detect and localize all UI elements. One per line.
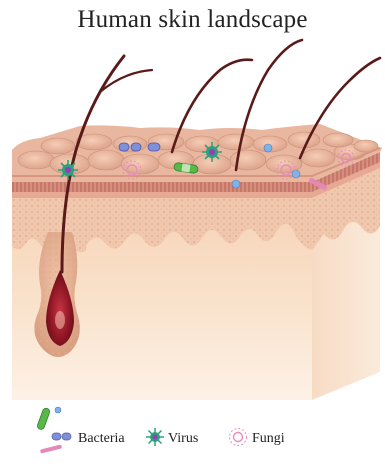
legend-label-bacteria: Bacteria — [78, 431, 125, 446]
fungi-icon — [230, 429, 247, 446]
legend-label-virus: Virus — [168, 431, 198, 446]
bacteria-icon — [264, 144, 272, 152]
bacteria-icon — [292, 170, 300, 178]
bacteria-icon — [36, 407, 71, 454]
virus-icon — [146, 428, 164, 446]
virus-icon — [58, 160, 78, 180]
virus-icon — [202, 142, 222, 162]
legend-label-fungi: Fungi — [252, 431, 285, 446]
legend: Bacteria Virus Fungi — [36, 407, 284, 454]
bacteria-icon — [148, 143, 160, 151]
bacteria-icon — [232, 180, 240, 188]
